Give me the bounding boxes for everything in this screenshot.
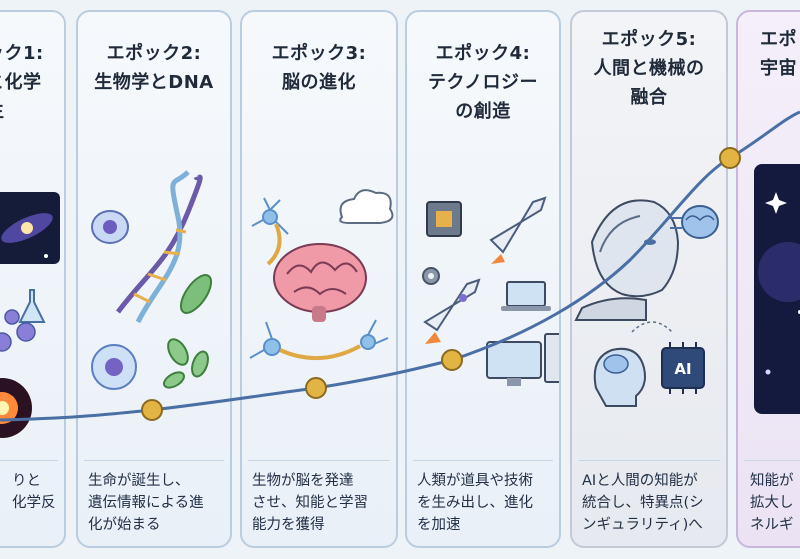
ai-chip-icon: AI: [661, 342, 705, 394]
cell-icon-2: [91, 344, 137, 390]
ai-chip-label: AI: [674, 360, 691, 378]
epoch-panel-2: エポック2: 生物学とDNA 生命が誕生し、 遺伝情報による: [76, 10, 232, 548]
gear-icon: [422, 267, 440, 285]
epoch-6-title: エポ 宇宙: [760, 29, 797, 79]
laptop-icon: [501, 281, 551, 311]
cell-icon: [91, 210, 129, 244]
flask-icon: [18, 289, 46, 323]
epoch-6-description: 知能が 拡大し ネルギ: [750, 473, 794, 533]
cpu-chip-icon: [426, 201, 462, 237]
human-head-icon: [593, 347, 646, 407]
epoch-4-illustration: [422, 196, 559, 386]
epoch-3-illustration: [249, 189, 394, 360]
epoch-panel-3: エポック3: 脳の進化 生物が脳を発達 させ、知能と学習 能力を獲得: [240, 10, 398, 548]
epoch-4-description: 人類が道具や技術 を生み出し、進化 を加速: [417, 473, 533, 533]
epoch-6-illustration: [754, 164, 800, 414]
epoch-1-divider: [0, 460, 58, 461]
epoch-panel-4: エポック4: テクノロジー の創造 人類: [405, 10, 561, 548]
epoch-2-description: 生命が誕生し、 遺伝情報による進 化が始まる: [88, 473, 204, 533]
rocket-icon: [489, 196, 547, 264]
microbe-icon: [163, 338, 209, 389]
epoch-5-divider: [578, 460, 720, 461]
epoch-2-illustration: [91, 170, 213, 390]
epoch-5-title: エポック5: 人間と機械の 融合: [593, 29, 705, 108]
neuron-network-icon: [249, 319, 389, 360]
bacteria-icon: [179, 274, 213, 314]
epoch-3-title: エポック3: 脳の進化: [271, 43, 367, 93]
epoch-2-title: エポック2: 生物学とDNA: [94, 43, 214, 93]
epoch-1-title: ック1: と化学 生: [0, 43, 44, 122]
epoch-3-divider: [248, 460, 390, 461]
rocket-icon-2: [423, 278, 481, 344]
thought-cloud-icon: [339, 189, 394, 224]
epoch-3-description: 生物が脳を発達 させ、知能と学習 能力を獲得: [252, 473, 368, 533]
epoch-panel-5: エポック5: 人間と機械の 融合 AI: [570, 10, 728, 548]
robot-head-icon: [574, 199, 680, 321]
brain-icon: [273, 243, 367, 322]
neuron-icon: [251, 197, 289, 266]
epoch-5-illustration: AI: [574, 199, 719, 407]
connection-line: [631, 321, 673, 333]
epoch-panel-1: ック1: と化学 生 りと 化学反: [0, 10, 66, 548]
epoch-2-divider: [84, 460, 224, 461]
epoch-5-description: AIと人間の知能が 統合し、特異点(シ ンギュラリティ)へ: [582, 473, 704, 533]
epoch-6-divider: [744, 460, 800, 461]
big-bang-icon: [0, 378, 32, 438]
epoch-4-divider: [413, 460, 553, 461]
epoch-1-description: りと 化学反: [12, 473, 56, 511]
epoch-panel-6: エポ 宇宙 知能が 拡大し ネルギ: [736, 10, 800, 548]
epoch-1-illustration: [0, 192, 60, 438]
desktop-computer-icon: [486, 333, 559, 386]
